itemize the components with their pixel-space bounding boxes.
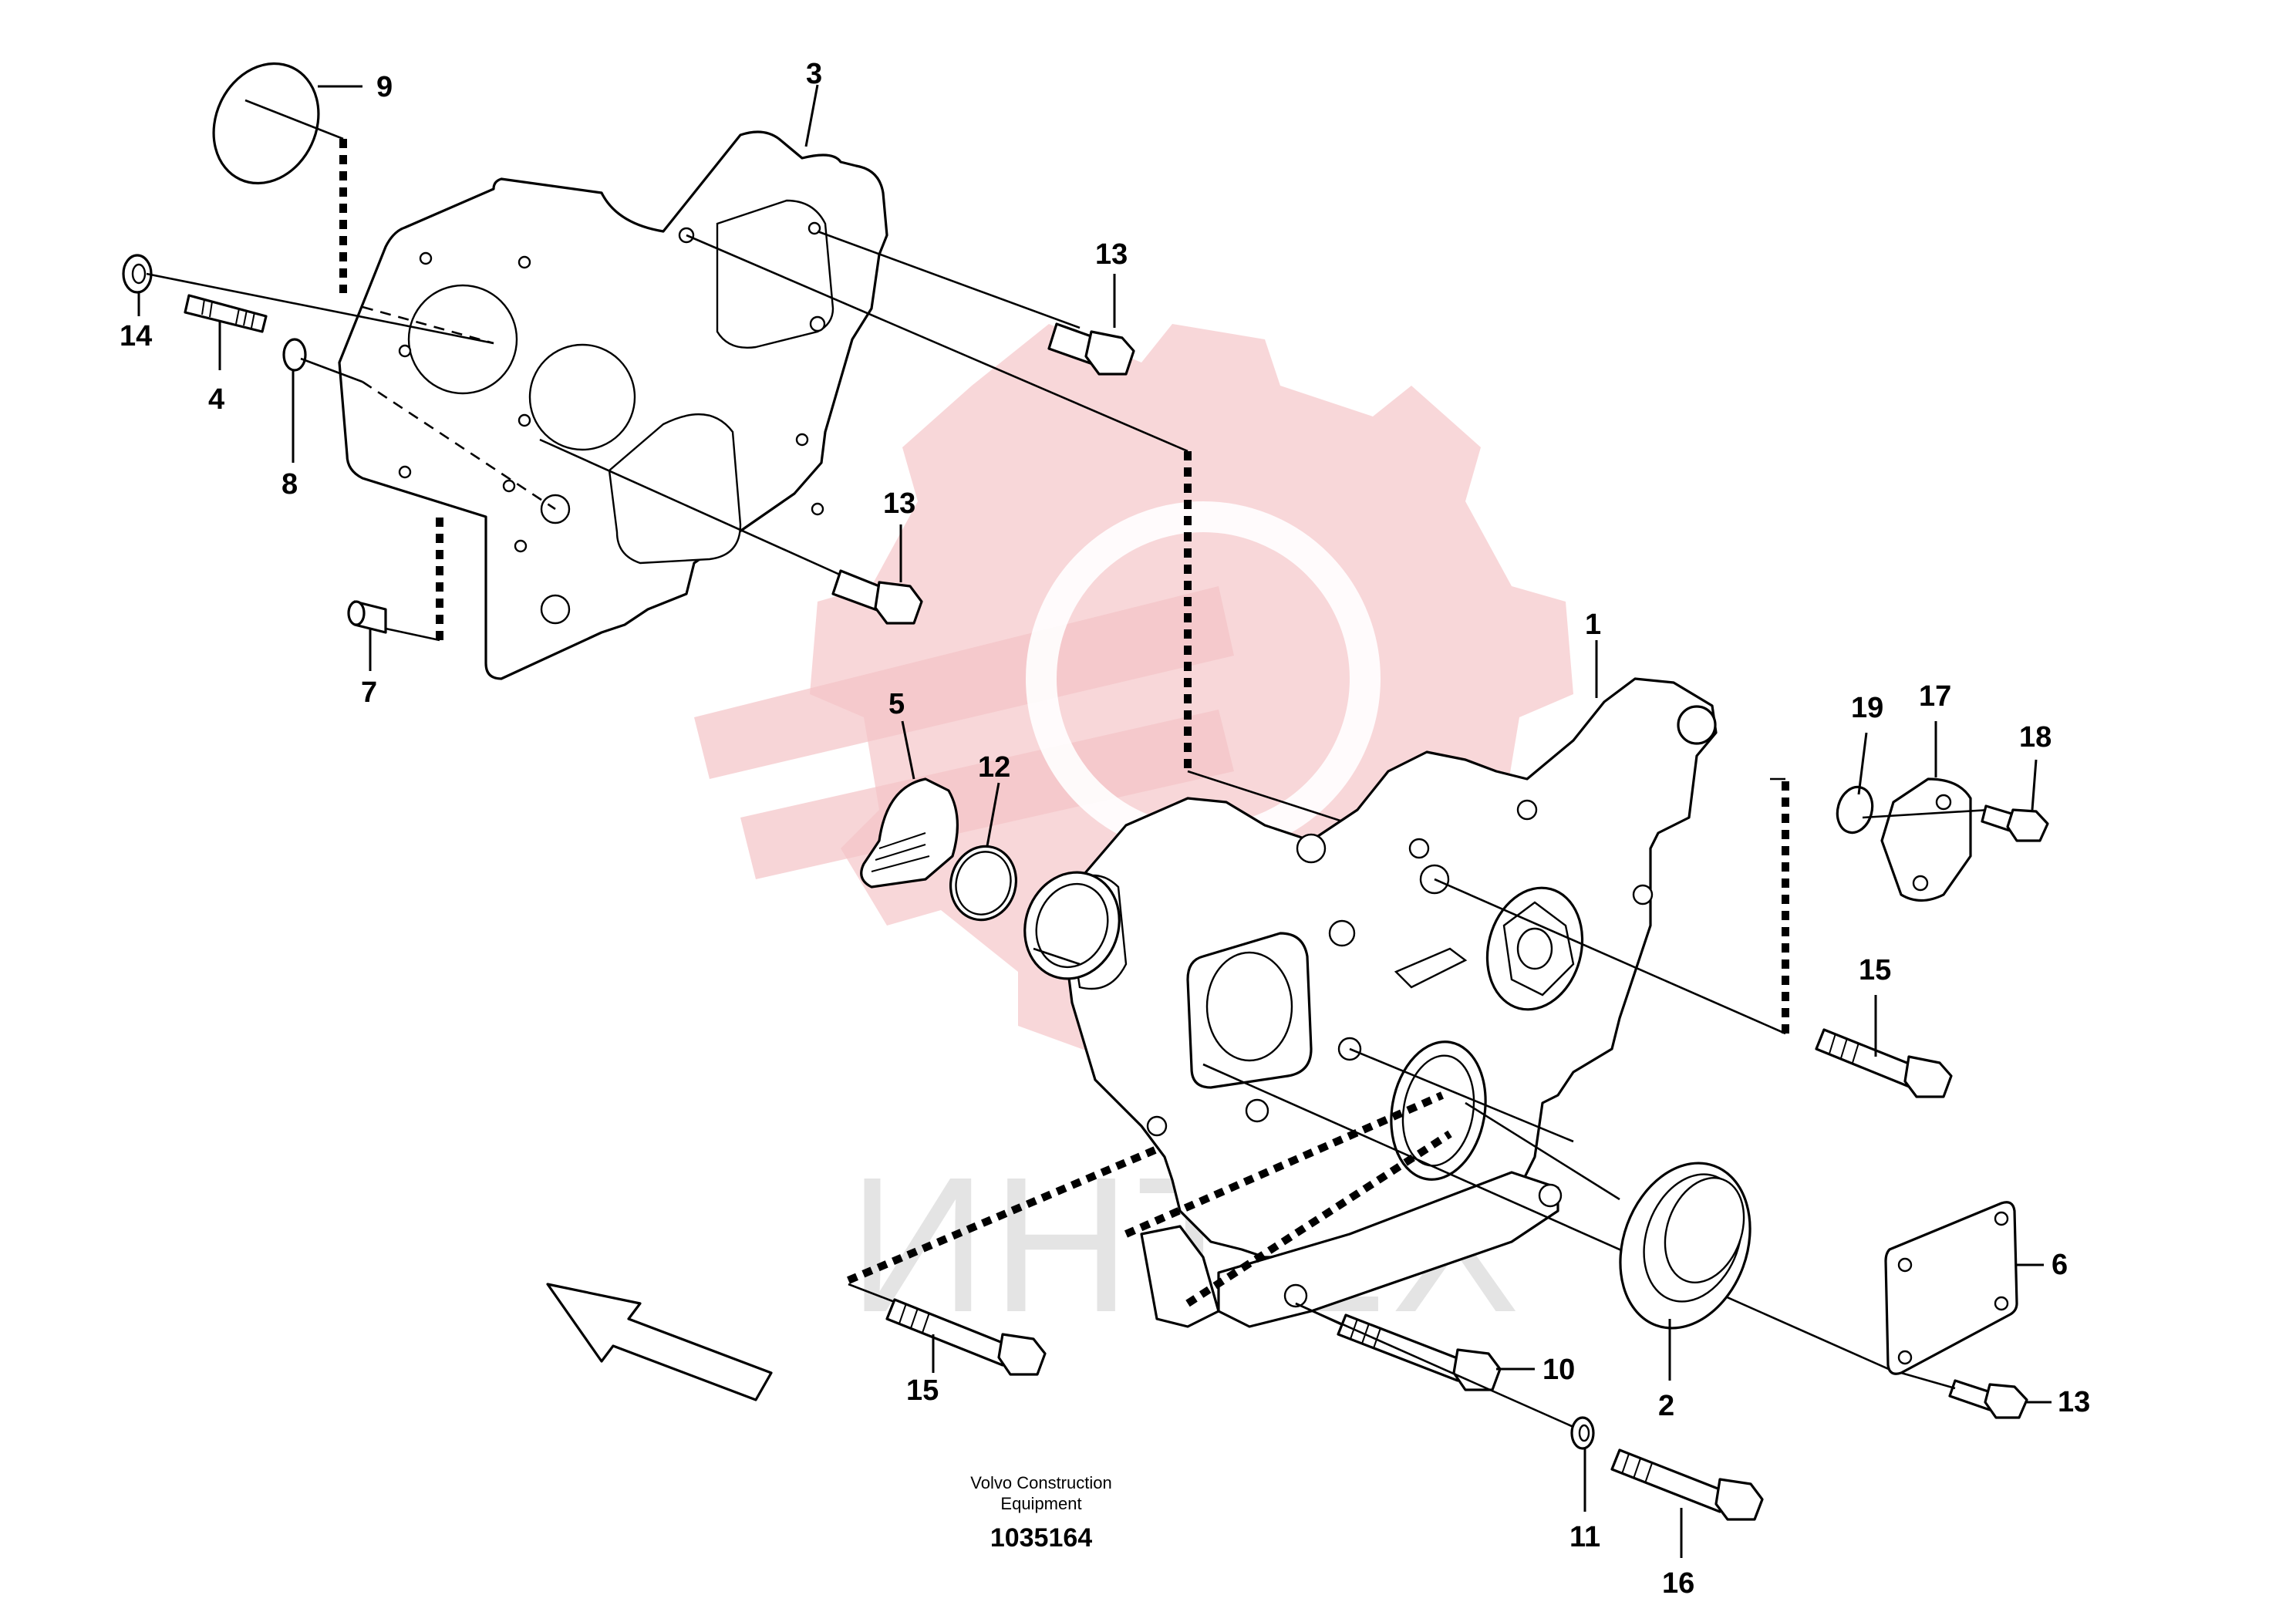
callout-5: 5	[888, 688, 905, 720]
callout-11: 11	[1569, 1521, 1600, 1553]
callout-9: 9	[376, 71, 393, 103]
front-direction-arrow-icon	[546, 1283, 773, 1401]
part-5-cap	[860, 777, 959, 889]
callout-1: 1	[1585, 609, 1601, 641]
callout-4: 4	[208, 383, 224, 416]
callout-19: 19	[1851, 692, 1883, 724]
callout-7: 7	[361, 676, 377, 709]
callout-10: 10	[1542, 1354, 1575, 1386]
callout-3: 3	[806, 58, 822, 90]
part-19-oring	[1836, 785, 1874, 835]
caption-line-1: Volvo Construction	[970, 1473, 1111, 1492]
part-14-bolt	[1610, 1448, 1729, 1513]
callout-14: 16	[1662, 1567, 1694, 1600]
part-6-plate	[1884, 1201, 2018, 1375]
part-8-oring	[282, 338, 307, 372]
callout-13-lower: 13	[2058, 1386, 2090, 1418]
callout-16: 14	[120, 320, 152, 352]
callout-2: 2	[1658, 1390, 1674, 1422]
callout-8: 8	[282, 468, 298, 501]
callout-18: 18	[2019, 721, 2052, 754]
part-4-stud	[184, 294, 268, 333]
callout-15-right: 15	[1859, 954, 1891, 986]
watermark-stripes	[694, 586, 1234, 879]
callout-13-middle: 13	[883, 487, 915, 520]
callout-15-lower: 15	[906, 1374, 939, 1407]
callout-17: 17	[1919, 680, 1951, 713]
caption-line-2: Equipment	[1000, 1494, 1081, 1513]
callout-6: 6	[2052, 1249, 2068, 1281]
part-1-housing	[1063, 677, 1718, 1259]
callout-12: 12	[978, 751, 1010, 784]
callout-13-upper: 13	[1095, 238, 1128, 271]
part-9-plug	[212, 62, 320, 185]
caption-doc-number: 1035164	[990, 1523, 1092, 1553]
part-17-cover	[1880, 777, 1972, 902]
